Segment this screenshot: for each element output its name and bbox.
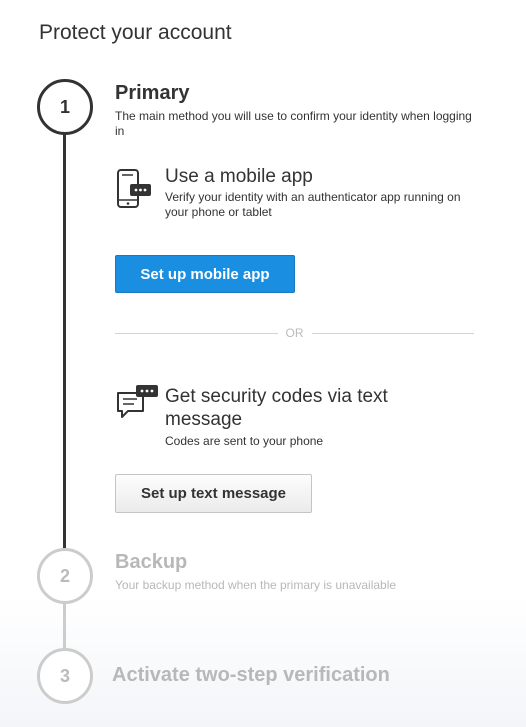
step-3-indicator: 3 bbox=[37, 648, 93, 704]
step-2-number: 2 bbox=[59, 565, 70, 586]
step-2-title: Backup bbox=[115, 551, 188, 573]
divider-rule-left bbox=[115, 332, 278, 334]
mobile-app-description: Verify your identity with an authenticat… bbox=[165, 190, 461, 219]
step-1-indicator: 1 bbox=[37, 79, 93, 135]
mobile-phone-icon bbox=[116, 168, 152, 215]
step-3-title: Activate two-step verification bbox=[112, 664, 390, 686]
setup-text-message-button[interactable]: Set up text message bbox=[115, 474, 312, 513]
step-1-number: 1 bbox=[59, 96, 70, 117]
step-3-number: 3 bbox=[59, 665, 70, 686]
step-1-title: Primary bbox=[115, 82, 190, 104]
step-2-description: Your backup method when the primary is u… bbox=[115, 578, 397, 592]
stepper-line-active bbox=[63, 134, 66, 550]
setup-mobile-app-button[interactable]: Set up mobile app bbox=[115, 255, 295, 293]
mobile-app-title: Use a mobile app bbox=[165, 166, 313, 187]
divider-rule-right bbox=[311, 332, 474, 334]
text-message-title: Get security codes via text message bbox=[165, 386, 388, 430]
stepper-line-inactive bbox=[63, 602, 66, 650]
or-divider: OR bbox=[115, 325, 474, 341]
page-title: Protect your account bbox=[39, 21, 232, 44]
or-label: OR bbox=[285, 326, 304, 340]
step-2-indicator: 2 bbox=[37, 548, 93, 604]
text-message-description: Codes are sent to your phone bbox=[165, 434, 324, 448]
step-1-description: The main method you will use to confirm … bbox=[115, 109, 472, 138]
chat-bubble-icon bbox=[115, 384, 161, 425]
